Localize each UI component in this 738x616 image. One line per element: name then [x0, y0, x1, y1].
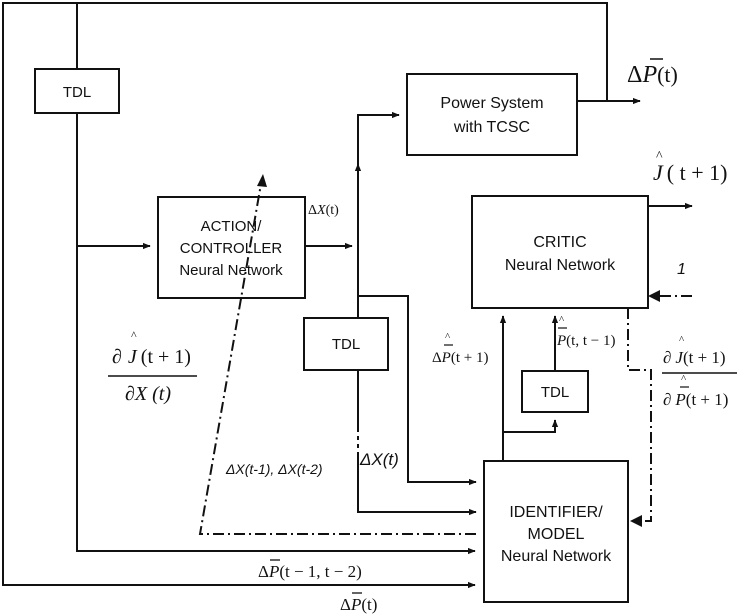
svg-text:^: ^: [681, 373, 687, 385]
label-p-hat-t-t-minus-1: P(t, t − 1) ^: [556, 314, 615, 349]
label-p-hat-t-plus-1: ΔP(t + 1) ^: [432, 331, 488, 366]
wire-dj-dp-gradient: [627, 308, 652, 522]
tdl-right-label: TDL: [541, 384, 569, 401]
wire-dx-to-identifier: [358, 295, 477, 486]
feedback-loop-wire: [2, 2, 608, 589]
svg-text:ΔP(t): ΔP(t): [340, 595, 377, 614]
action-line-1: ACTION/: [201, 218, 263, 235]
label-dx-mid: ΔX(t): [359, 450, 399, 469]
label-critic-input-one: 1: [677, 261, 686, 278]
svg-text:^: ^: [656, 149, 663, 164]
svg-text:P(t, t − 1): P(t, t − 1): [556, 333, 615, 349]
label-dx-history: ΔX(t-1), ΔX(t-2): [225, 461, 323, 477]
action-line-3: Neural Network: [179, 262, 283, 279]
tdl-mid-block: TDL: [303, 317, 389, 371]
identifier-line-1: IDENTIFIER/: [509, 504, 603, 521]
svg-text:∂J(t + 1): ∂J(t + 1): [112, 346, 191, 368]
dashed-arrowheads: [257, 174, 660, 527]
wire-to-tdl-right: [503, 419, 559, 433]
critic-line-2: Neural Network: [505, 257, 616, 274]
action-controller-block: ACTION/ CONTROLLER Neural Network: [157, 196, 306, 299]
power-system-line-1: Power System: [440, 95, 543, 112]
critic-block: CRITIC Neural Network: [471, 195, 649, 309]
tdl-mid-label: TDL: [332, 336, 360, 353]
label-dj-dx: ∂J(t + 1) ^ ∂X (t): [108, 328, 197, 405]
identifier-line-3: Neural Network: [501, 548, 612, 565]
critic-line-1: CRITIC: [533, 234, 586, 251]
svg-text:∂J(t + 1): ∂J(t + 1): [663, 348, 726, 367]
action-line-2: CONTROLLER: [180, 240, 283, 257]
arrowhead-critic-input: [648, 290, 660, 302]
svg-text:ΔP(t): ΔP(t): [627, 62, 678, 88]
svg-text:^: ^: [445, 331, 451, 343]
wire-tdl-left-to-identifier: [76, 113, 476, 555]
identifier-model-block: IDENTIFIER/ MODEL Neural Network: [483, 460, 629, 603]
power-system-block: Power System with TCSC: [406, 73, 578, 156]
label-critic-output: J( t + 1) ^: [653, 149, 727, 185]
solid-signal-wires: [2, 2, 693, 589]
label-p-bottom: ΔP(t): [340, 592, 377, 614]
label-power-output: ΔP(t): [627, 58, 678, 88]
svg-text:^: ^: [559, 314, 565, 326]
wire-dx-to-power: [357, 111, 400, 318]
gradient-arrowhead-action: [257, 174, 267, 187]
svg-text:∂X (t): ∂X (t): [125, 383, 171, 405]
identifier-line-2: MODEL: [528, 526, 585, 543]
svg-text:J( t + 1): J( t + 1): [653, 160, 727, 185]
wire-tdl-mid-to-identifier: [357, 370, 477, 516]
label-p-t-minus-1-t-minus-2: ΔP(t − 1, t − 2): [258, 559, 362, 581]
wire-dj-dx-gradient: [198, 177, 476, 535]
svg-text:ΔP(t − 1, t − 2): ΔP(t − 1, t − 2): [258, 562, 362, 581]
tdl-left-block: TDL: [34, 68, 120, 114]
tdl-left-label: TDL: [63, 84, 91, 101]
dashed-gradient-wires: [198, 177, 692, 535]
svg-text:∂P(t + 1): ∂P(t + 1): [663, 390, 728, 409]
label-dj-dp: ∂J(t + 1) ^ ∂P(t + 1) ^: [662, 334, 737, 409]
power-system-line-2: with TCSC: [453, 119, 530, 136]
svg-text:^: ^: [131, 328, 137, 342]
tdl-right-block: TDL: [521, 370, 589, 413]
svg-text:^: ^: [679, 334, 685, 346]
svg-text:ΔP(t + 1): ΔP(t + 1): [432, 350, 488, 366]
label-dx-top: ΔX(t): [308, 203, 339, 218]
gradient-arrowhead-identifier: [630, 515, 642, 527]
